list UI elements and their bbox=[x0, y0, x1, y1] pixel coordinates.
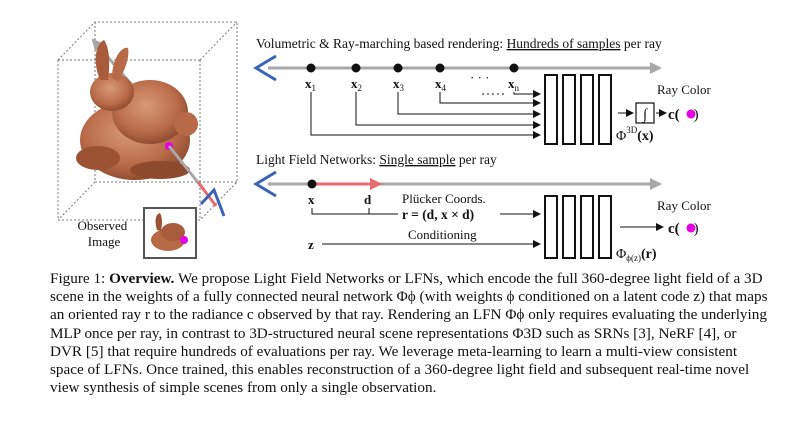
top-ray-color-label: Ray Color bbox=[657, 82, 711, 97]
top-sample-labels: x1 x2 x3 x4 xn bbox=[305, 76, 520, 93]
top-mlp-layer-2 bbox=[562, 74, 576, 145]
bottom-mlp-layer-4 bbox=[598, 195, 612, 259]
latent-label: z bbox=[308, 237, 314, 252]
bottom-mlp-layer-2 bbox=[562, 195, 576, 259]
bottom-mlp-network bbox=[544, 195, 612, 259]
integral-symbol: ∫ bbox=[642, 107, 649, 123]
sample-point-4 bbox=[435, 63, 445, 73]
integral-box bbox=[635, 102, 655, 124]
top-sample-points bbox=[306, 63, 519, 73]
overview-figure: Observed Image Volumetric & Ray-marching… bbox=[57, 21, 711, 263]
sample-point-n bbox=[509, 63, 519, 73]
thumbnail-point bbox=[180, 236, 188, 244]
top-heading: Volumetric & Ray-marching based renderin… bbox=[256, 36, 662, 51]
caption-paragraph: Figure 1: Overview. We propose Light Fie… bbox=[50, 270, 770, 397]
observed-image-thumbnail bbox=[143, 207, 197, 259]
observed-image-label: Observed Image bbox=[77, 218, 130, 249]
bottom-color-output: c() bbox=[668, 221, 699, 237]
bottom-camera-icon bbox=[253, 170, 277, 198]
caption-text: We propose Light Field Networks or LFNs,… bbox=[50, 270, 768, 397]
caption-bold-lead: Overview. bbox=[109, 270, 175, 287]
top-camera-icon bbox=[253, 54, 277, 82]
top-mlp-network bbox=[544, 74, 612, 145]
bottom-ray-color-label: Ray Color bbox=[657, 198, 711, 213]
bottom-mlp-layer-3 bbox=[580, 195, 594, 259]
ray-origin-point bbox=[307, 179, 317, 189]
sample-point-3 bbox=[393, 63, 403, 73]
top-network-label: Φ3D(x) bbox=[616, 125, 654, 144]
top-sample-arrows bbox=[310, 90, 541, 139]
sample-point-2 bbox=[351, 63, 361, 73]
top-ellipsis: · · · bbox=[470, 70, 490, 85]
sample-label-2: x2 bbox=[351, 76, 362, 93]
sample-label-n: xn bbox=[508, 76, 520, 93]
figure-caption: Figure 1: Overview. We propose Light Fie… bbox=[50, 270, 770, 397]
top-color-output: c() bbox=[668, 107, 699, 123]
plucker-bracket bbox=[311, 208, 370, 215]
top-mlp-layer-4 bbox=[598, 74, 612, 145]
bottom-network-label: Φϕ(z)(r) bbox=[616, 247, 657, 263]
top-color-dot bbox=[686, 109, 696, 119]
top-mlp-layer-3 bbox=[580, 74, 594, 145]
caption-label: Figure 1: bbox=[50, 270, 110, 287]
plucker-title: Plücker Coords. bbox=[402, 191, 486, 206]
origin-label: x bbox=[308, 192, 315, 207]
sample-label-3: x3 bbox=[393, 76, 405, 93]
left-camera-icon bbox=[199, 187, 226, 217]
plucker-formula: r = (d, x × d) bbox=[402, 207, 474, 222]
bottom-color-dot bbox=[686, 223, 696, 233]
sample-point-1 bbox=[306, 63, 316, 73]
sample-label-4: x4 bbox=[435, 76, 447, 93]
sample-label-1: x1 bbox=[305, 76, 316, 93]
conditioning-label: Conditioning bbox=[408, 227, 477, 242]
bunny-image bbox=[76, 40, 198, 180]
top-mlp-layer-1 bbox=[544, 74, 558, 145]
bottom-heading: Light Field Networks: Single sample per … bbox=[256, 152, 497, 167]
direction-label: d bbox=[364, 192, 372, 207]
view-ray-red bbox=[196, 181, 218, 207]
bottom-mlp-layer-1 bbox=[544, 195, 558, 259]
